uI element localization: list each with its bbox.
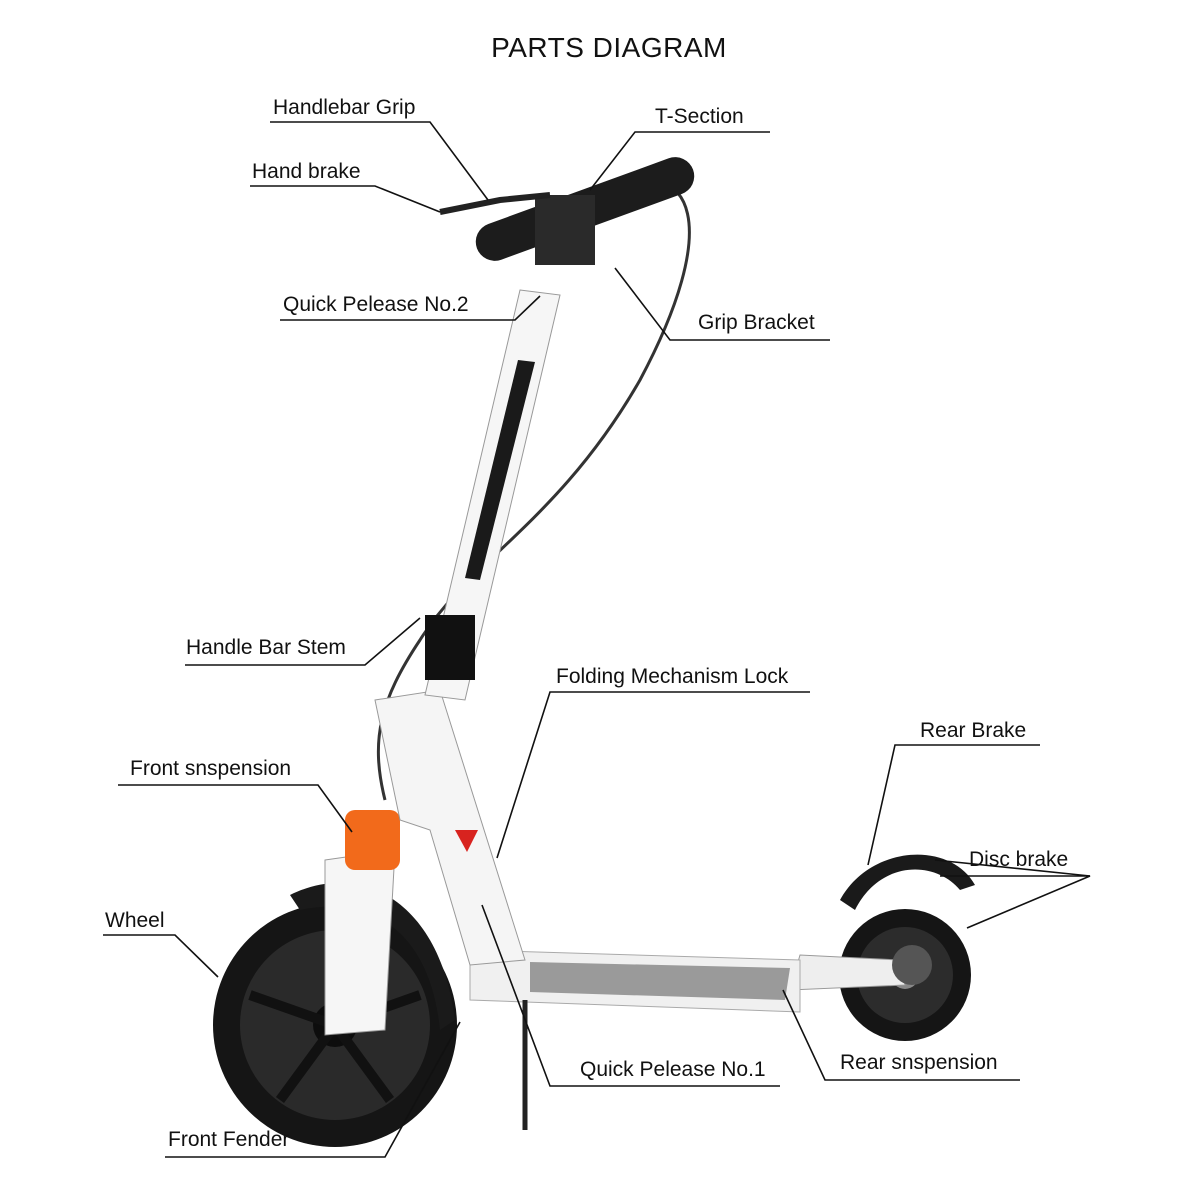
deck-grip-tape <box>530 962 790 1000</box>
leader-lines <box>103 121 1091 1158</box>
stem-stripe <box>465 360 535 580</box>
stem-clamp <box>425 615 475 680</box>
front-fork <box>324 849 396 1036</box>
label-disc-brake: Disc brake <box>969 848 1069 871</box>
label-quick-release-1: Quick Pelease No.1 <box>580 1058 766 1081</box>
front-suspension-spring <box>345 810 400 870</box>
logo-badge <box>455 830 478 852</box>
label-handle-bar-stem: Handle Bar Stem <box>186 636 346 659</box>
label-rear-brake: Rear Brake <box>920 719 1027 742</box>
front-fender <box>290 882 455 1030</box>
hand-brake-lever <box>439 192 551 215</box>
label-quick-release-2: Quick Pelease No.2 <box>283 293 469 316</box>
label-grip-bracket: Grip Bracket <box>698 311 815 334</box>
t-section <box>535 195 595 265</box>
disc-brake <box>892 945 932 985</box>
page-title: PARTS DIAGRAM <box>491 32 727 63</box>
label-t-section: T-Section <box>655 105 744 128</box>
label-rear-suspension: Rear snspension <box>840 1051 998 1074</box>
label-hand-brake: Hand brake <box>252 160 361 183</box>
label-folding-lock: Folding Mechanism Lock <box>556 665 789 688</box>
label-front-fender: Front Fender <box>168 1128 290 1151</box>
label-handlebar-grip: Handlebar Grip <box>273 96 416 119</box>
label-wheel: Wheel <box>105 909 165 932</box>
label-front-suspension: Front snspension <box>130 757 292 780</box>
rear-suspension-arm <box>789 954 906 991</box>
rear-fender <box>840 854 975 910</box>
